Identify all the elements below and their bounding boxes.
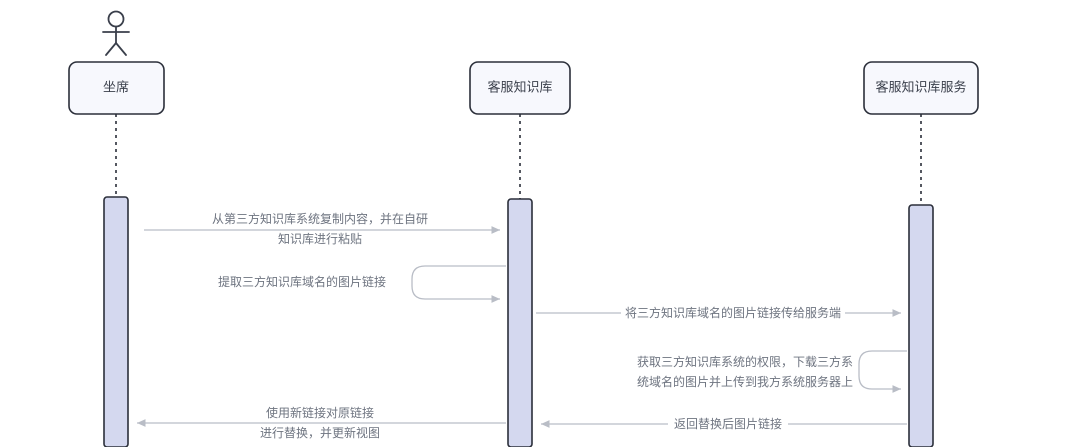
message-3-kb-to-kbsvc[interactable]: 将三方知识库域名的图片链接传给服务端	[536, 303, 901, 322]
message-3-label: 将三方知识库域名的图片链接传给服务端	[625, 305, 841, 320]
participant-box-kb[interactable]	[469, 61, 571, 115]
message-1-agent-to-kb[interactable]: 从第三方知识库系统复制内容，并在自研 知识库进行粘贴	[144, 209, 500, 246]
participant-label-kb: 客服知识库	[487, 79, 552, 94]
message-4-label-line-2: 统域名的图片并上传到我方系统服务器上	[637, 374, 853, 389]
participant-box-kbsvc[interactable]	[863, 61, 979, 115]
actor-stick-figure-icon	[102, 10, 130, 56]
message-5-label-backdrop	[245, 403, 395, 422]
participant-label-agent: 坐席	[103, 79, 129, 94]
participant-kb[interactable]: 客服知识库	[469, 61, 571, 115]
message-6-kbsvc-to-kb[interactable]: 返回替换后图片链接	[541, 414, 907, 433]
message-4-self-loop-path	[858, 350, 907, 393]
message-4-kbsvc-self[interactable]: 获取三方知识库系统的权限，下载三方系 统域名的图片并上传到我方系统服务器上	[637, 350, 907, 393]
participant-box-agent[interactable]	[68, 61, 165, 115]
activation-bars	[103, 196, 934, 447]
participant-agent[interactable]: 坐席	[68, 61, 165, 115]
participant-label-kbsvc: 客服知识库服务	[875, 79, 966, 94]
message-5-kb-to-agent[interactable]: 使用新链接对原链接 进行替换，并更新视图	[137, 403, 506, 440]
message-4-label-line-1: 获取三方知识库系统的权限，下载三方系	[637, 354, 853, 369]
message-5-label-line-2: 进行替换，并更新视图	[260, 425, 380, 440]
message-2-kb-self[interactable]: 提取三方知识库域名的图片链接	[218, 265, 506, 303]
message-1-label-line-2: 知识库进行粘贴	[278, 231, 362, 246]
participant-kbsvc[interactable]: 客服知识库服务	[863, 61, 979, 115]
lifelines	[115, 114, 922, 206]
message-1-label-line-1: 从第三方知识库系统复制内容，并在自研	[212, 211, 428, 226]
message-2-label: 提取三方知识库域名的图片链接	[218, 274, 386, 289]
message-6-label-backdrop	[668, 414, 788, 433]
message-1-label-backdrop	[185, 209, 455, 228]
activation-bar-agent	[103, 196, 129, 447]
message-3-label-backdrop	[621, 303, 845, 322]
activation-bar-kbsvc	[908, 204, 934, 447]
activation-bar-kb	[507, 198, 533, 447]
message-5-label-line-1: 使用新链接对原链接	[266, 405, 374, 420]
message-2-self-loop-path	[411, 265, 506, 303]
message-6-label: 返回替换后图片链接	[674, 416, 782, 431]
